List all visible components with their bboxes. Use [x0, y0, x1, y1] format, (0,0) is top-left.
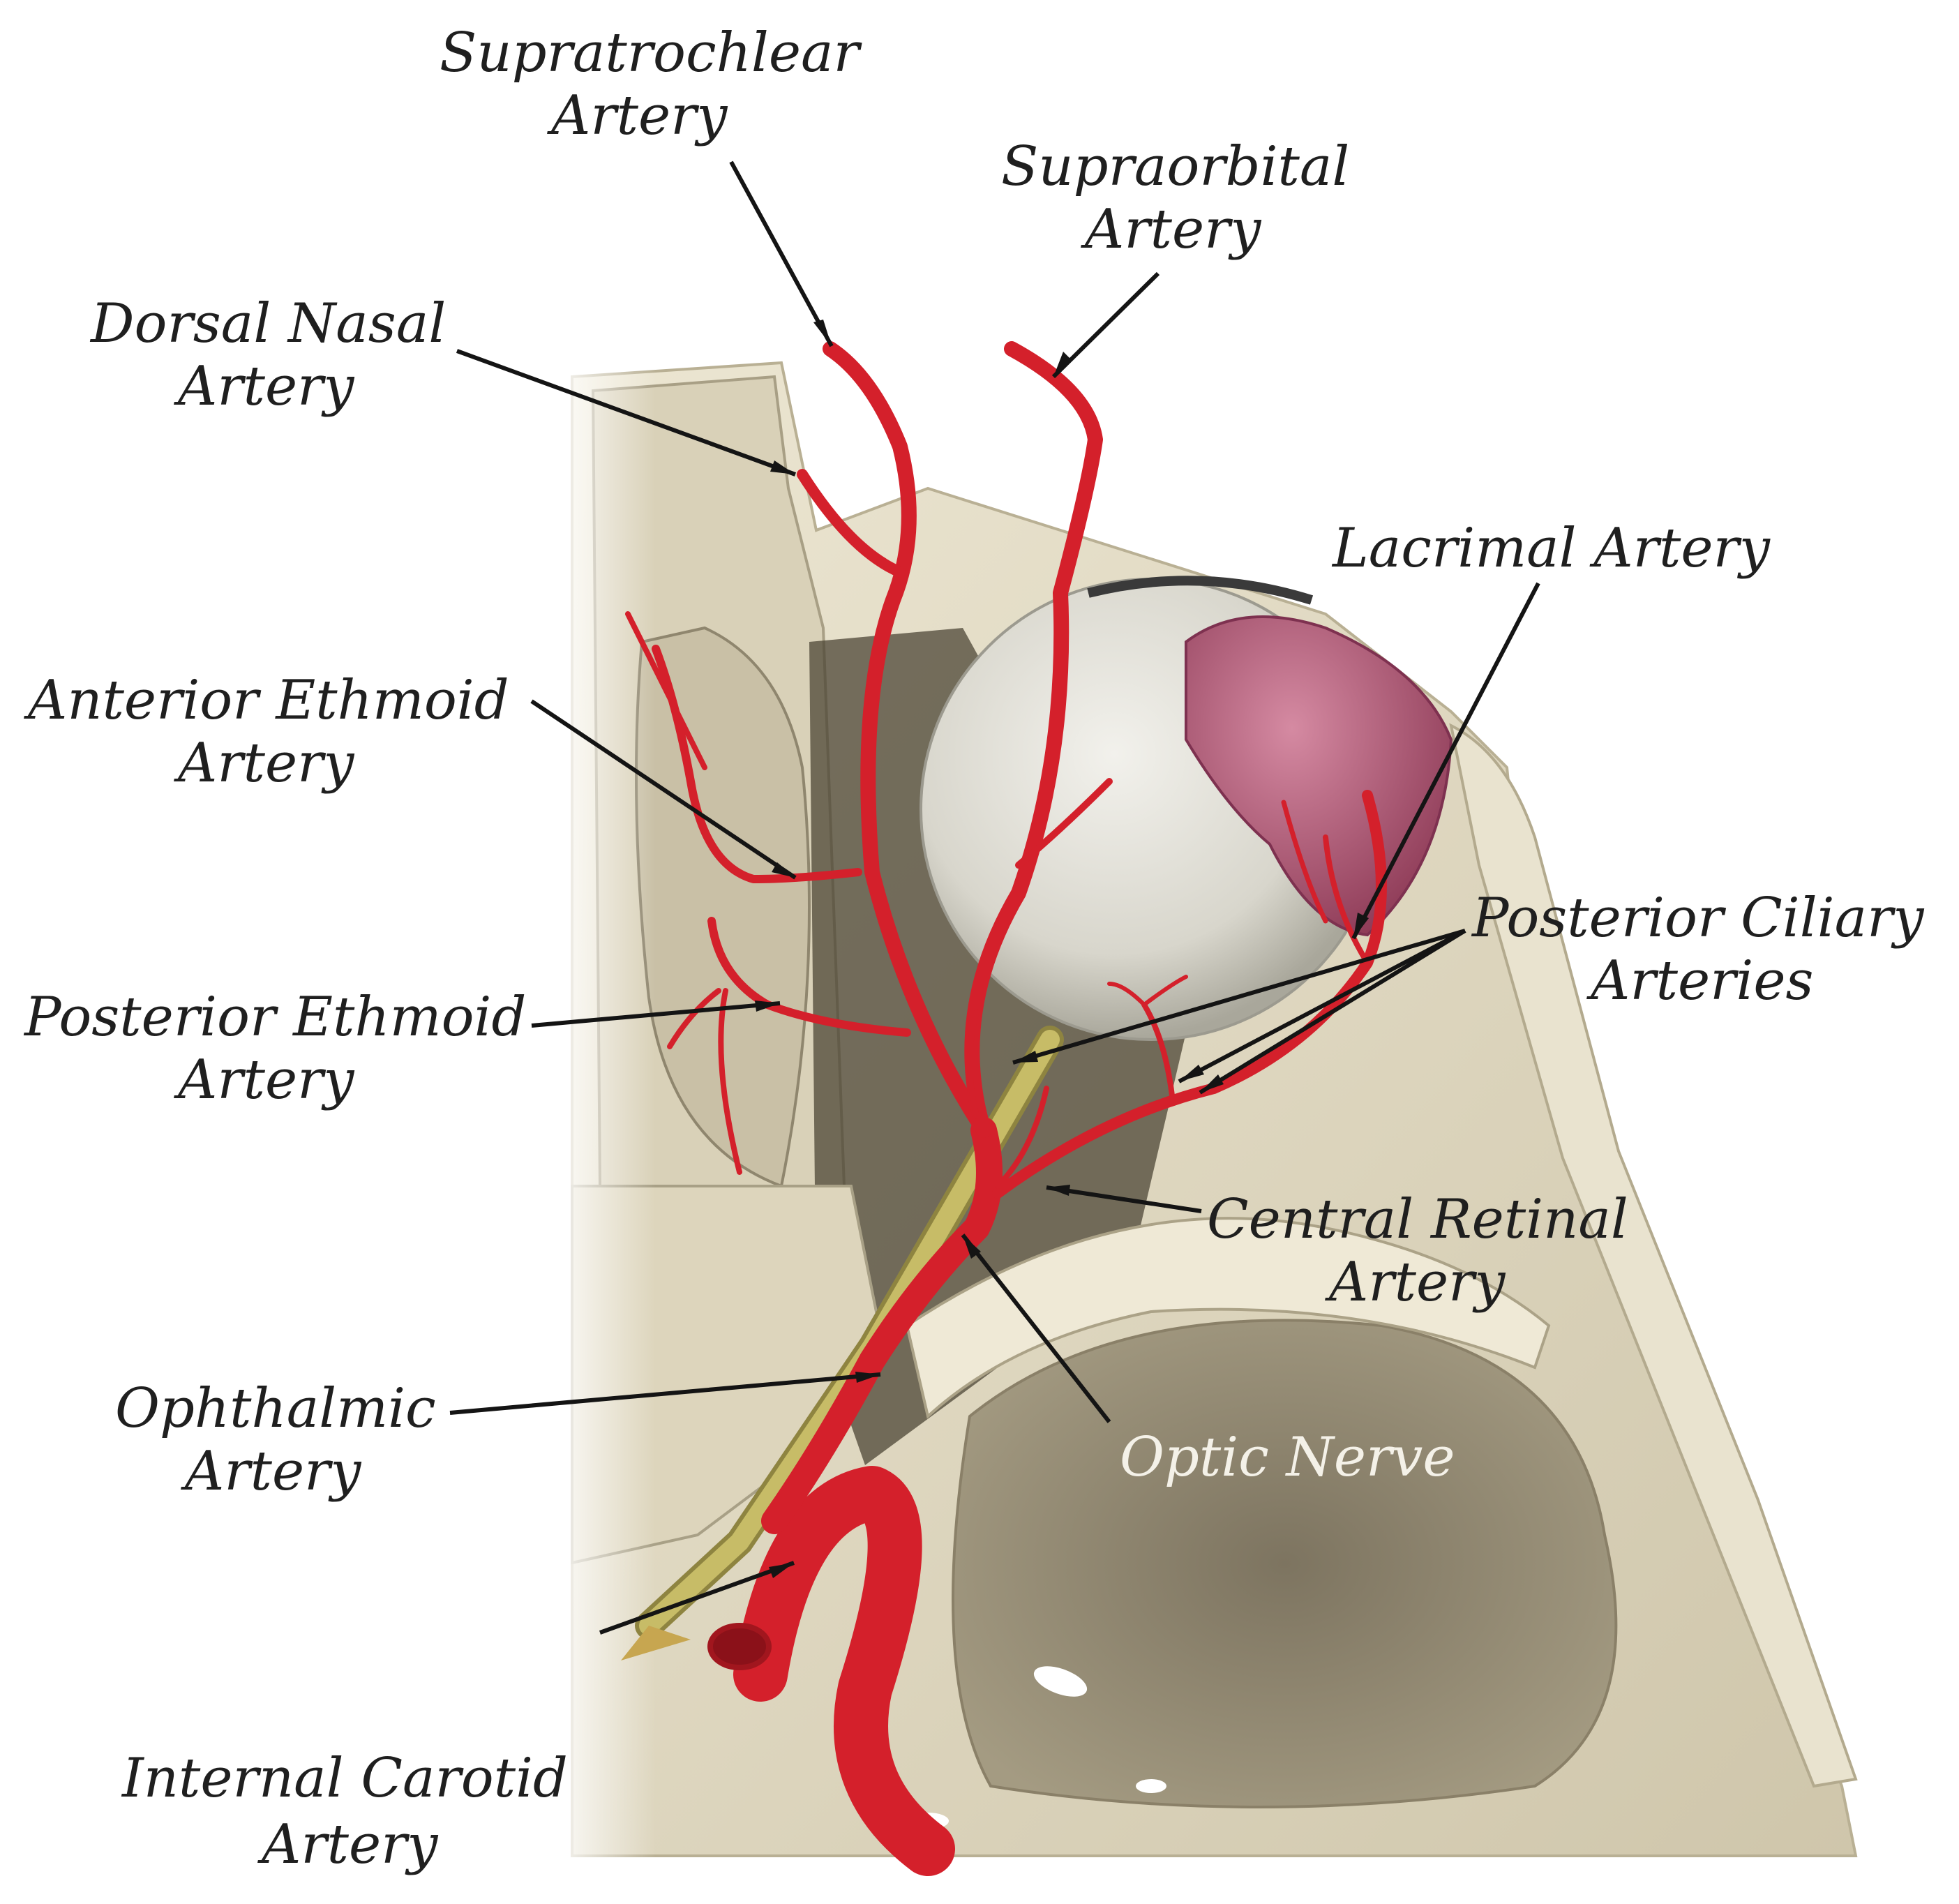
label-supratrochlear-line1: Supratrochlear [440, 22, 863, 84]
optic-nerve [621, 1026, 1064, 1661]
labels: Supratrochlear Artery Supraorbital Arter… [23, 22, 1924, 1876]
leader-dorsal-nasal [456, 349, 797, 477]
label-anterior-ethmoid-line2: Artery [174, 732, 354, 795]
internal-carotid-artery [733, 1466, 955, 1876]
artery-network [625, 341, 1387, 1876]
leader-optic-nerve [961, 1234, 1111, 1423]
leader-supratrochlear [729, 160, 834, 347]
label-optic-nerve: Optic Nerve [1120, 1426, 1455, 1489]
leader-internal-carotid [599, 1561, 795, 1635]
leader-posterior-ethmoid [531, 1001, 781, 1028]
leader-posterior-ciliary-3 [1199, 929, 1466, 1095]
label-supraorbital-line1: Supraorbital [1001, 135, 1349, 198]
label-anterior-ethmoid-line1: Anterior Ethmoid [24, 669, 509, 732]
lacrimal-artery [992, 790, 1387, 1199]
supratrochlear-artery [823, 341, 991, 1138]
leader-anterior-ethmoid [530, 699, 797, 880]
leader-posterior-ciliary-1 [1012, 929, 1466, 1065]
posterior-ciliary-arteries [1141, 1002, 1175, 1098]
dorsal-nasal-artery [797, 469, 906, 578]
label-posterior-ciliary-line1: Posterior Ciliary [1471, 887, 1924, 950]
leader-lacrimal [1351, 582, 1540, 940]
label-internal-carotid-line1: Internal Carotid [121, 1747, 568, 1810]
label-ophthalmic-line2: Artery [181, 1440, 361, 1503]
supraorbital-artery [964, 341, 1103, 1138]
label-central-retinal-line2: Artery [1325, 1251, 1506, 1314]
leader-posterior-ciliary-2 [1178, 929, 1466, 1084]
label-ophthalmic-line1: Ophthalmic [115, 1377, 436, 1440]
label-posterior-ciliary-line2: Arteries [1586, 950, 1814, 1012]
label-supraorbital-line2: Artery [1081, 198, 1261, 261]
label-dorsal-nasal-line2: Artery [174, 355, 354, 418]
label-lacrimal: Lacrimal Artery [1331, 517, 1771, 580]
leader-central-retinal [1046, 1185, 1202, 1213]
label-central-retinal-line1: Central Retinal [1207, 1188, 1628, 1251]
label-dorsal-nasal-line1: Dorsal Nasal [89, 292, 446, 355]
label-internal-carotid-line2: Artery [257, 1813, 438, 1876]
label-posterior-ethmoid-line2: Artery [174, 1049, 354, 1111]
central-retinal-artery [995, 1086, 1049, 1189]
label-posterior-ethmoid-line1: Posterior Ethmoid [23, 986, 526, 1049]
ophthalmic-artery-trunk [761, 1117, 1003, 1534]
leader-ophthalmic [449, 1372, 881, 1415]
label-supratrochlear-line2: Artery [547, 84, 728, 147]
leader-lines [449, 160, 1540, 1635]
